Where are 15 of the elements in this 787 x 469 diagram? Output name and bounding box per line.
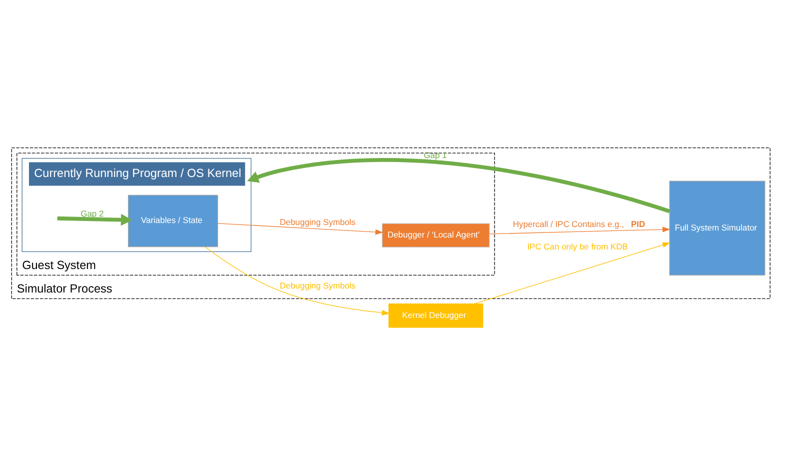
node-box: Full System Simulator — [669, 180, 766, 275]
node-box: Debugger / ‘Local Agent’ — [382, 222, 490, 247]
arrow — [57, 213, 132, 226]
edge-label: Debugging Symbols — [280, 280, 356, 290]
arrow — [204, 246, 390, 315]
arrow — [489, 226, 670, 234]
arrow — [218, 222, 384, 234]
node-box: Variables / State — [128, 194, 218, 247]
edge-label: IPC Can only be from KDB — [527, 240, 628, 251]
edge-label: Gap 2 — [80, 208, 104, 218]
edge-label: Debugging Symbols — [280, 216, 356, 227]
arrow — [247, 158, 670, 213]
edge-label: Hypercall / IPC Contains e.g., PID — [512, 218, 646, 229]
node-box: Kernel Debugger — [388, 303, 484, 328]
arrow — [474, 242, 670, 304]
